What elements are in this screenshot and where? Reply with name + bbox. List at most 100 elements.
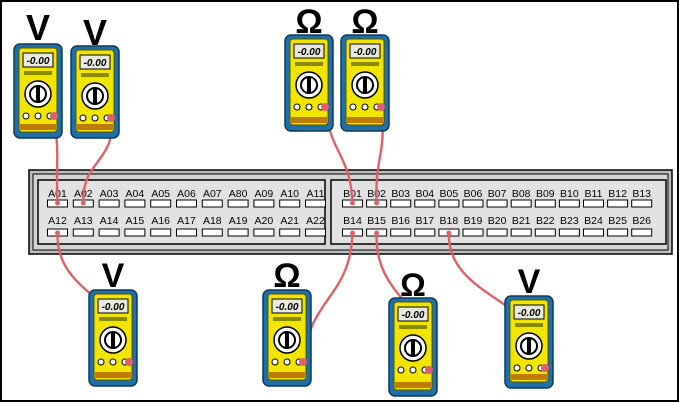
button-strip [273, 317, 301, 321]
pin-label: A11 [307, 188, 325, 200]
lcd-reading: -0.00 [27, 56, 50, 67]
pin-socket [486, 228, 508, 237]
pin-label: A22 [306, 215, 325, 227]
pin-b17: B17 [414, 215, 436, 237]
pin-socket [583, 228, 604, 237]
pin-socket [462, 228, 484, 237]
pin-label: A09 [255, 188, 274, 200]
pin-a13: A13 [72, 215, 94, 237]
pin-a15: A15 [124, 215, 146, 237]
pin-label: B13 [632, 188, 651, 200]
pin-b13: B13 [631, 188, 653, 208]
lcd-reading: -0.00 [276, 302, 299, 313]
meter-bezel [269, 372, 305, 378]
pin-label: B17 [415, 215, 434, 227]
probe-tip-icon [425, 366, 433, 374]
pin-label: B23 [560, 215, 579, 227]
pin-socket [486, 199, 508, 208]
pin-b23: B23 [558, 215, 580, 237]
input-jack-icon [361, 103, 369, 111]
pin-label: B16 [391, 215, 410, 227]
pin-label: B08 [512, 188, 531, 200]
pin-a22: A22 [305, 215, 326, 237]
pin-b04: B04 [414, 188, 436, 208]
mode-label: Ω [400, 267, 426, 303]
input-jack-icon [349, 103, 357, 111]
multimeter-3: Ω-0.00 [284, 3, 334, 132]
pin-socket [98, 199, 120, 208]
dial-pointer [285, 332, 289, 348]
probe-tip-icon [321, 103, 329, 111]
pin-label: A04 [126, 188, 145, 200]
pin-b22: B22 [534, 215, 556, 237]
wire-contact [55, 200, 60, 206]
pin-label: B25 [608, 215, 627, 227]
pin-socket [227, 228, 249, 237]
pin-socket [558, 199, 580, 208]
probe-tip-icon [107, 114, 115, 122]
lcd-reading: -0.00 [354, 47, 377, 58]
pin-socket [124, 199, 146, 208]
input-jack-icon [34, 112, 42, 120]
pin-a21: A21 [279, 215, 301, 237]
pin-a11: A11 [305, 188, 326, 208]
meter-bezel [77, 124, 113, 130]
lcd-display [397, 306, 429, 322]
meter-bezel [511, 374, 547, 380]
pin-socket [279, 199, 301, 208]
dial-pointer [411, 340, 415, 356]
pin-label: B15 [367, 215, 386, 227]
pin-a07: A07 [201, 188, 223, 208]
mode-label: V [26, 7, 50, 48]
input-jack-icon [271, 358, 279, 366]
lcd-reading: -0.00 [402, 310, 425, 321]
wire-contact [446, 230, 452, 236]
pin-b20: B20 [486, 215, 508, 237]
multimeter-5: V-0.00 [88, 257, 138, 387]
dial-pointer [527, 338, 531, 354]
dial-pointer [93, 88, 97, 104]
button-strip [295, 62, 323, 66]
pin-label: A21 [280, 215, 299, 227]
input-jack-icon [409, 366, 417, 374]
dial-pointer [363, 77, 367, 93]
button-strip [81, 73, 109, 77]
button-strip [351, 62, 379, 66]
pin-socket [414, 228, 436, 237]
pin-b03: B03 [390, 188, 412, 208]
pin-label: A06 [177, 188, 196, 200]
pin-label: B10 [560, 188, 579, 200]
pin-a20: A20 [253, 215, 275, 237]
dial-pointer [307, 77, 311, 93]
multimeter-6: Ω-0.00 [262, 257, 312, 387]
pin-b26: B26 [631, 215, 653, 237]
pin-label: A14 [100, 215, 119, 227]
pin-label: B12 [608, 188, 627, 200]
lcd-reading: -0.00 [84, 58, 107, 69]
pin-b24: B24 [583, 215, 604, 237]
pin-b25: B25 [607, 215, 629, 237]
pin-a80: A80 [227, 188, 249, 208]
pin-socket [227, 199, 249, 208]
multimeters: V-0.00V-0.00Ω-0.00Ω-0.00V-0.00Ω-0.00Ω-0.… [13, 3, 554, 397]
lcd-reading: -0.00 [298, 47, 321, 58]
probe-tip-icon [125, 358, 133, 366]
pin-a09: A09 [253, 188, 275, 208]
pin-a19: A19 [227, 215, 249, 237]
input-jack-icon [513, 364, 521, 372]
pin-label: A13 [74, 215, 93, 227]
pin-b11: B11 [583, 188, 604, 208]
pin-label: B09 [536, 188, 555, 200]
pin-b09: B09 [534, 188, 556, 208]
pin-socket [510, 228, 532, 237]
input-jack-icon [305, 103, 313, 111]
pin-b19: B19 [462, 215, 484, 237]
lcd-display [293, 43, 325, 59]
pin-socket [176, 199, 197, 208]
pin-b08: B08 [510, 188, 532, 208]
pin-socket [631, 199, 653, 208]
pin-a04: A04 [124, 188, 146, 208]
dial-pointer [111, 332, 115, 348]
